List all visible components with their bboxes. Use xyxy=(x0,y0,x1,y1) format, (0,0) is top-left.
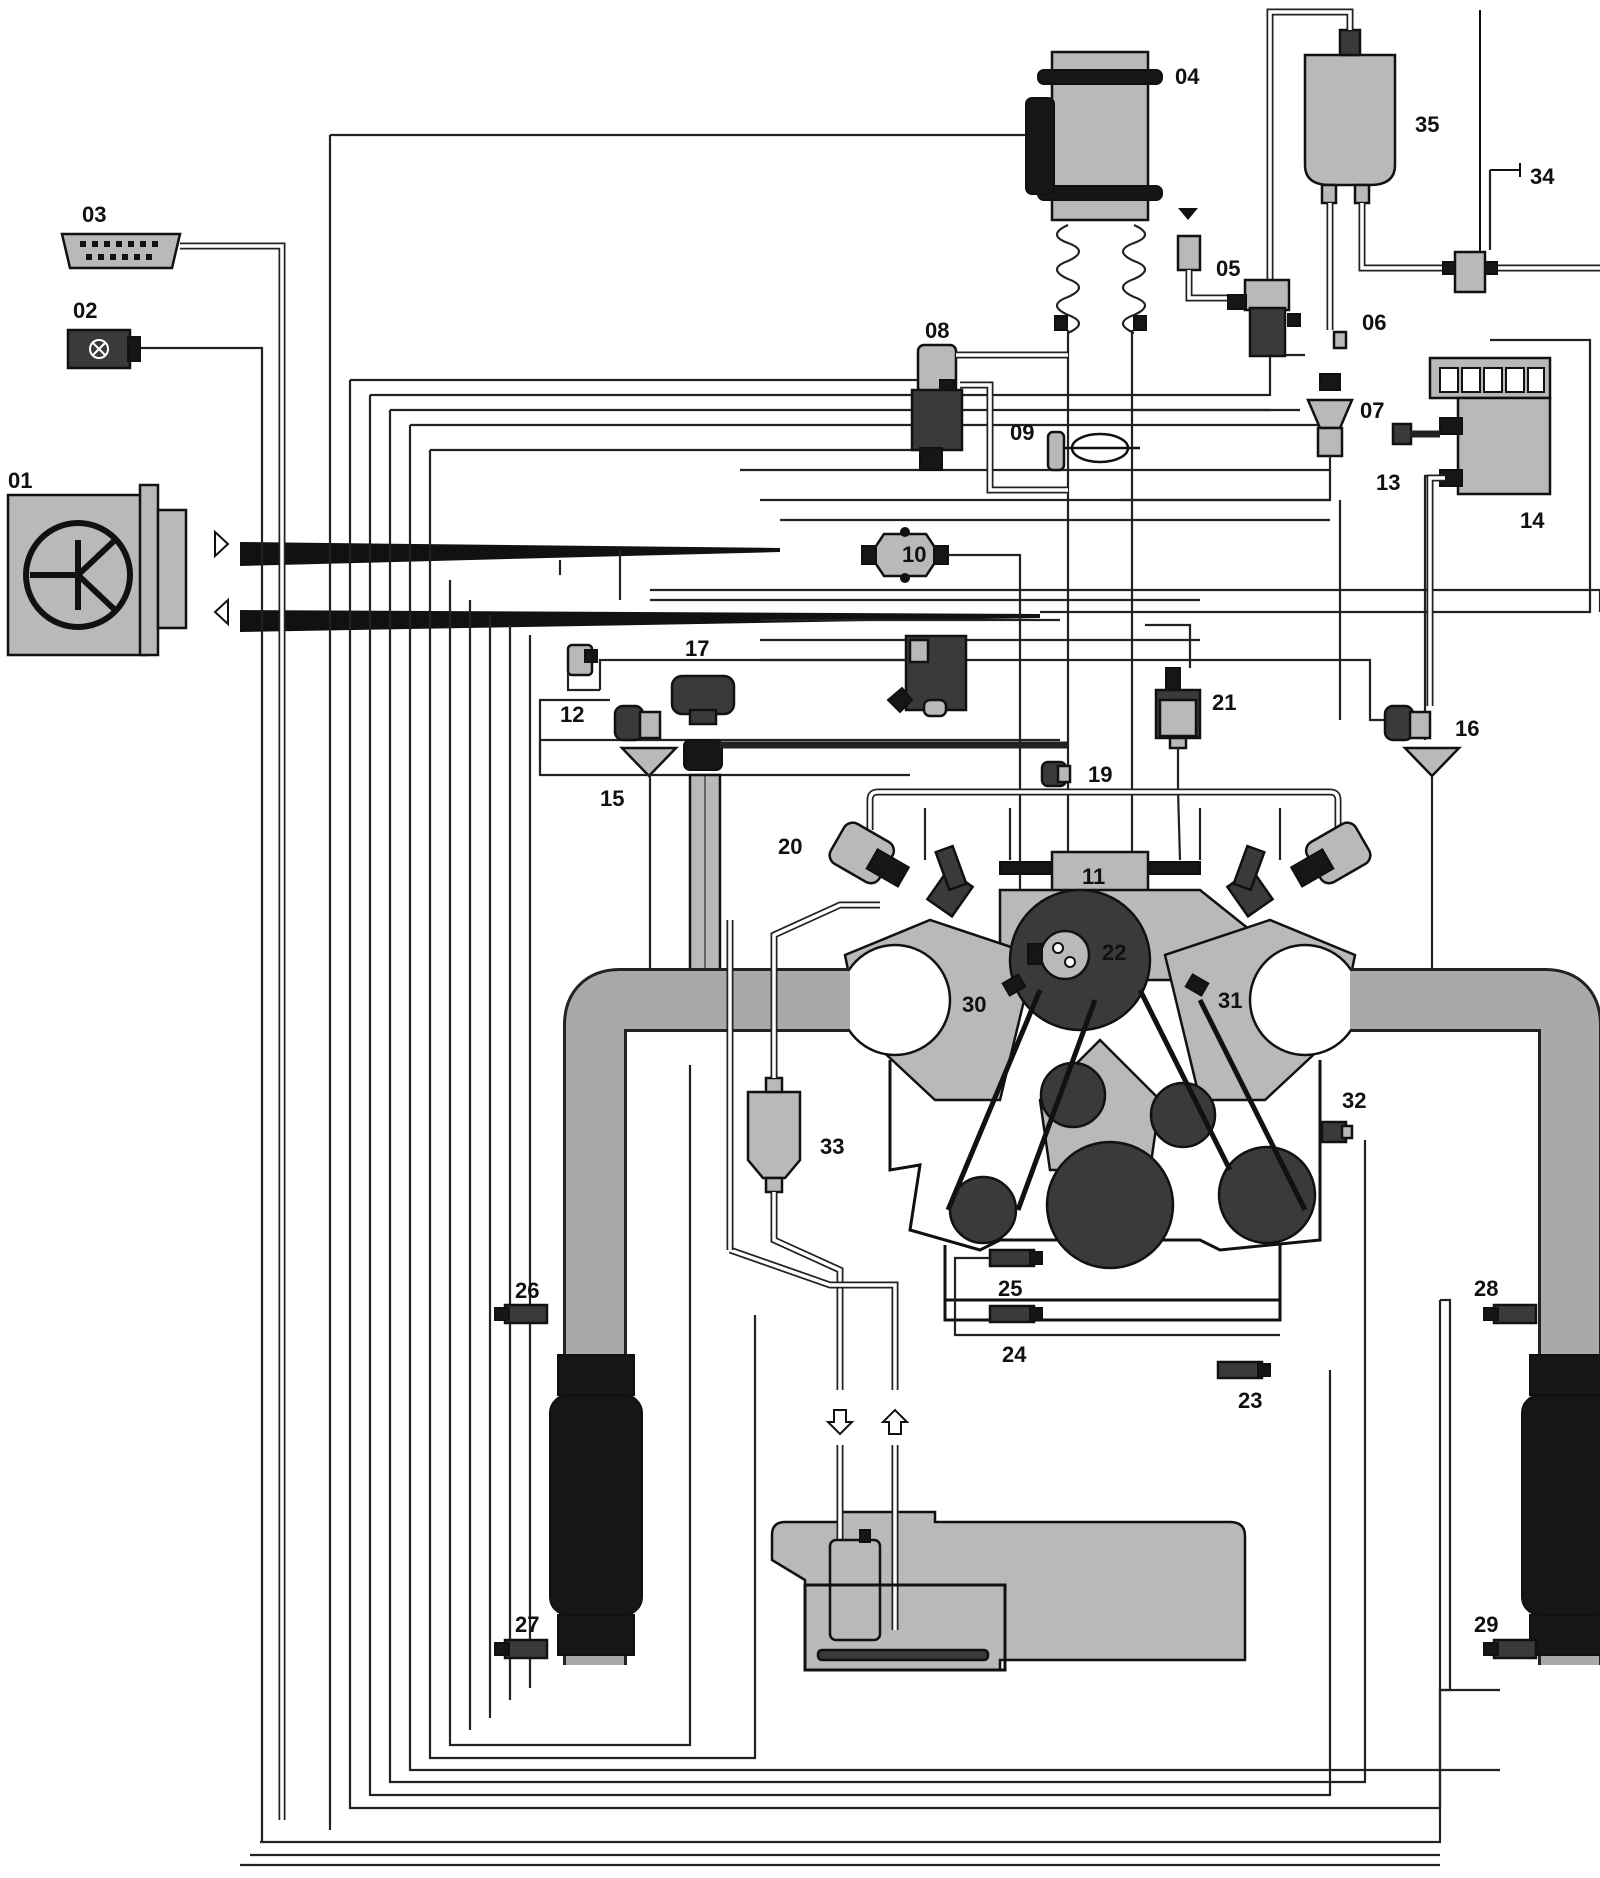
label-27: 27 xyxy=(515,1612,539,1637)
label-25: 25 xyxy=(998,1276,1022,1301)
air-mass-meter xyxy=(1025,50,1163,870)
oxygen-sensor-26 xyxy=(494,1303,549,1325)
label-21: 21 xyxy=(1212,690,1236,715)
label-32: 32 xyxy=(1342,1088,1366,1113)
label-15: 15 xyxy=(600,786,624,811)
label-08: 08 xyxy=(925,318,949,343)
label-10: 10 xyxy=(902,542,926,567)
label-05: 05 xyxy=(1216,256,1240,281)
label-35: 35 xyxy=(1415,112,1439,137)
purge-connector xyxy=(1442,10,1600,294)
purge-valve xyxy=(1176,208,1301,358)
fuel-filter xyxy=(726,901,899,1390)
warning-lamp xyxy=(66,328,141,370)
signal-out-arrow-icon xyxy=(214,529,230,559)
camshaft-sensor-31 xyxy=(1184,973,1210,997)
actuator-08 xyxy=(910,343,1068,494)
label-26: 26 xyxy=(515,1278,539,1303)
valve-16 xyxy=(1060,474,1462,970)
label-09: 09 xyxy=(1010,420,1034,445)
valve-12 xyxy=(566,643,600,692)
sensor-10 xyxy=(861,527,1022,920)
label-03: 03 xyxy=(82,202,106,227)
label-13: 13 xyxy=(1376,470,1400,495)
label-04: 04 xyxy=(1175,64,1200,89)
sensor-09 xyxy=(1046,430,1066,472)
vacuum-actuator xyxy=(598,634,968,718)
spark-plugs xyxy=(934,844,1266,892)
diagnostic-connector-icon xyxy=(80,241,158,260)
label-30: 30 xyxy=(962,992,986,1017)
ecu-module xyxy=(6,483,230,657)
engine-block xyxy=(838,888,1362,1270)
knock-sensor-32 xyxy=(1320,1120,1354,1144)
fuel-tank xyxy=(770,1445,1247,1672)
oxygen-sensor-28 xyxy=(1483,1303,1538,1325)
sensor-23 xyxy=(1216,1360,1271,1380)
label-29: 29 xyxy=(1474,1612,1498,1637)
sensor-19 xyxy=(1040,760,1072,788)
exhaust-system xyxy=(549,968,1600,1665)
catalytic-converter-right xyxy=(1521,1354,1600,1656)
sensor-25 xyxy=(988,1248,1043,1268)
component-labels: 01 02 03 04 05 06 07 08 09 10 11 12 13 1… xyxy=(8,64,1555,1637)
diagnostic-connector xyxy=(60,232,182,270)
label-07: 07 xyxy=(1360,398,1384,423)
valve-21 xyxy=(1145,623,1202,861)
throttle-body xyxy=(999,850,1201,898)
label-31: 31 xyxy=(1218,988,1242,1013)
harness-bundle-upper xyxy=(240,542,780,566)
label-17: 17 xyxy=(685,636,709,661)
relay-13 xyxy=(1391,422,1413,446)
label-11: 11 xyxy=(1082,864,1105,889)
label-02: 02 xyxy=(73,298,97,323)
fuel-pressure-regulator xyxy=(1120,373,1354,502)
label-14: 14 xyxy=(1520,508,1545,533)
camshaft-sensor-30 xyxy=(1001,973,1027,997)
label-24: 24 xyxy=(1002,1342,1027,1367)
label-16: 16 xyxy=(1455,716,1479,741)
flow-down-arrow-icon xyxy=(825,1409,855,1436)
label-34: 34 xyxy=(1530,164,1555,189)
label-06: 06 xyxy=(1362,310,1386,335)
signal-in-arrow-icon xyxy=(213,597,229,627)
label-12: 12 xyxy=(560,702,584,727)
warning-lamp-icon xyxy=(89,339,109,359)
ecu-transistor-icon xyxy=(23,520,133,630)
label-20: 20 xyxy=(778,834,802,859)
valve-15 xyxy=(538,698,910,970)
label-23: 23 xyxy=(1238,1388,1262,1413)
label-22: 22 xyxy=(1102,940,1126,965)
catalytic-converter-left xyxy=(549,1354,643,1656)
sensor-06 xyxy=(1332,330,1348,350)
evap-canister xyxy=(1266,8,1450,330)
label-01: 01 xyxy=(8,468,32,493)
flow-arrows xyxy=(825,1408,910,1436)
label-19: 19 xyxy=(1088,762,1112,787)
harness-bundle-lower xyxy=(240,610,1040,632)
injector-right xyxy=(1225,821,1372,919)
wiring-harness xyxy=(140,133,1600,1867)
label-28: 28 xyxy=(1474,1276,1498,1301)
actuator-17 xyxy=(670,674,1068,977)
fuel-pump xyxy=(1410,356,1552,496)
oxygen-sensor-27 xyxy=(494,1638,549,1660)
oil-pan xyxy=(943,1245,1282,1322)
flow-up-arrow-icon xyxy=(880,1408,910,1435)
fuel-rail xyxy=(866,788,1342,860)
label-33: 33 xyxy=(820,1134,844,1159)
sensor-24 xyxy=(988,1304,1043,1324)
oxygen-sensor-29 xyxy=(1483,1638,1538,1660)
